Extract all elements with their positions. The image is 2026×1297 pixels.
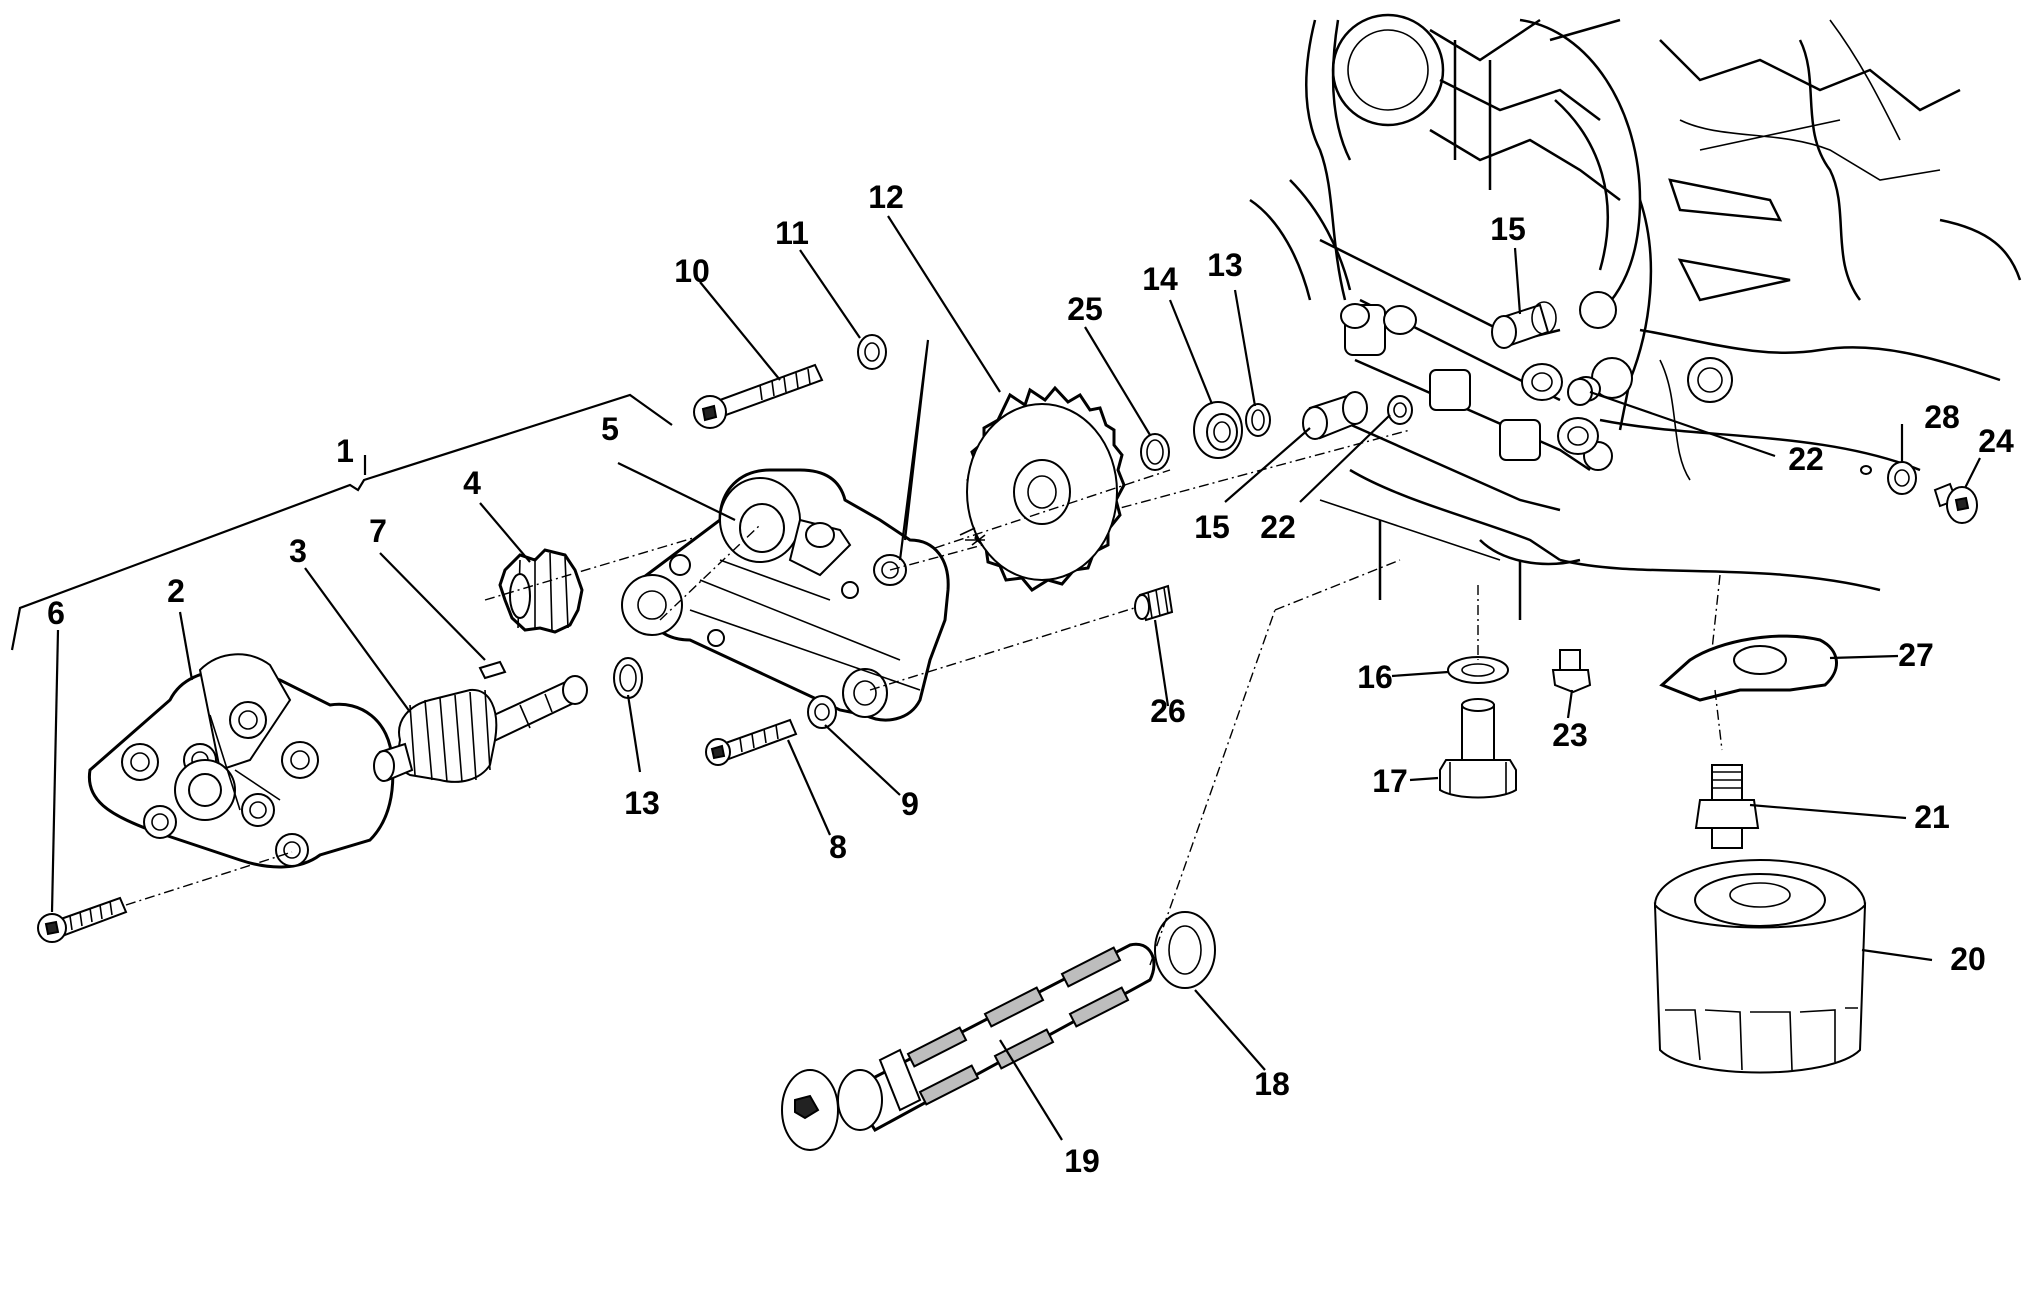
oil-filter-20 bbox=[1653, 859, 1867, 1074]
circlip-25 bbox=[1140, 433, 1170, 471]
gear-4 bbox=[484, 529, 721, 634]
bearing-14 bbox=[1193, 401, 1243, 459]
callout-28: 28 bbox=[1924, 399, 1960, 435]
callout-11: 11 bbox=[775, 215, 809, 251]
drain-plug-17 bbox=[1439, 698, 1517, 799]
callout-13-right: 13 bbox=[1207, 247, 1243, 283]
washer-9 bbox=[807, 695, 837, 729]
callout-22-left: 22 bbox=[1260, 509, 1296, 545]
crankcase bbox=[1249, 13, 2022, 620]
key-7 bbox=[478, 660, 507, 680]
callout-12: 12 bbox=[868, 179, 904, 215]
callout-18: 18 bbox=[1254, 1066, 1290, 1102]
callout-14: 14 bbox=[1142, 261, 1178, 297]
callout-2: 2 bbox=[167, 573, 185, 609]
callout-5: 5 bbox=[601, 411, 619, 447]
screw-24 bbox=[1933, 482, 1978, 524]
washer-16 bbox=[1447, 656, 1509, 684]
callout-8: 8 bbox=[829, 829, 847, 865]
callout-7: 7 bbox=[369, 513, 387, 549]
oring-22b bbox=[1567, 378, 1593, 406]
callout-19: 19 bbox=[1064, 1143, 1100, 1179]
callout-26: 26 bbox=[1150, 693, 1186, 729]
callout-25: 25 bbox=[1067, 291, 1103, 327]
plug-26 bbox=[1134, 584, 1174, 622]
washer-11 bbox=[857, 334, 930, 561]
callout-20: 20 bbox=[1950, 941, 1986, 977]
pump-cover bbox=[87, 653, 395, 869]
bolt-8 bbox=[705, 718, 798, 766]
assembly-bracket bbox=[10, 393, 673, 651]
screw-23 bbox=[1551, 649, 1592, 694]
callout-9: 9 bbox=[901, 786, 919, 822]
callout-3: 3 bbox=[289, 533, 307, 569]
plate-27 bbox=[1659, 574, 1838, 751]
callout-22-right: 22 bbox=[1788, 441, 1824, 477]
bolt-6 bbox=[37, 851, 293, 943]
circlip-13b bbox=[1245, 403, 1271, 437]
callout-15-bottom: 15 bbox=[1194, 509, 1230, 545]
callout-21: 21 bbox=[1914, 799, 1950, 835]
drive-gear-shaft bbox=[373, 675, 588, 783]
callout-16: 16 bbox=[1357, 659, 1393, 695]
washer-28 bbox=[1887, 461, 1917, 495]
dowel-15b bbox=[1491, 301, 1557, 349]
leader-lines bbox=[50, 215, 1981, 1141]
callout-23: 23 bbox=[1552, 717, 1588, 753]
pin-small bbox=[1860, 465, 1872, 475]
callout-24: 24 bbox=[1978, 423, 2014, 459]
callout-1: 1 bbox=[336, 433, 354, 469]
strainer-19 bbox=[781, 559, 1401, 1151]
seal-18 bbox=[1154, 911, 1216, 989]
circlip-13a bbox=[613, 657, 643, 699]
bolt-10 bbox=[693, 363, 824, 429]
callout-4: 4 bbox=[463, 465, 481, 501]
gear-12 bbox=[934, 385, 1171, 592]
pump-body bbox=[621, 429, 1411, 722]
callout-15-top: 15 bbox=[1490, 211, 1526, 247]
callout-labels: 1 2 3 4 5 6 7 8 9 10 11 12 13 13 14 15 1… bbox=[47, 179, 2014, 1179]
callout-13-left: 13 bbox=[624, 785, 660, 821]
callout-10: 10 bbox=[674, 253, 710, 289]
callout-6: 6 bbox=[47, 595, 65, 631]
callout-17: 17 bbox=[1372, 763, 1408, 799]
oring-22a bbox=[1387, 395, 1413, 425]
nipple-21 bbox=[1694, 764, 1760, 849]
dowel-15a bbox=[1302, 391, 1368, 440]
callout-27: 27 bbox=[1898, 637, 1934, 673]
